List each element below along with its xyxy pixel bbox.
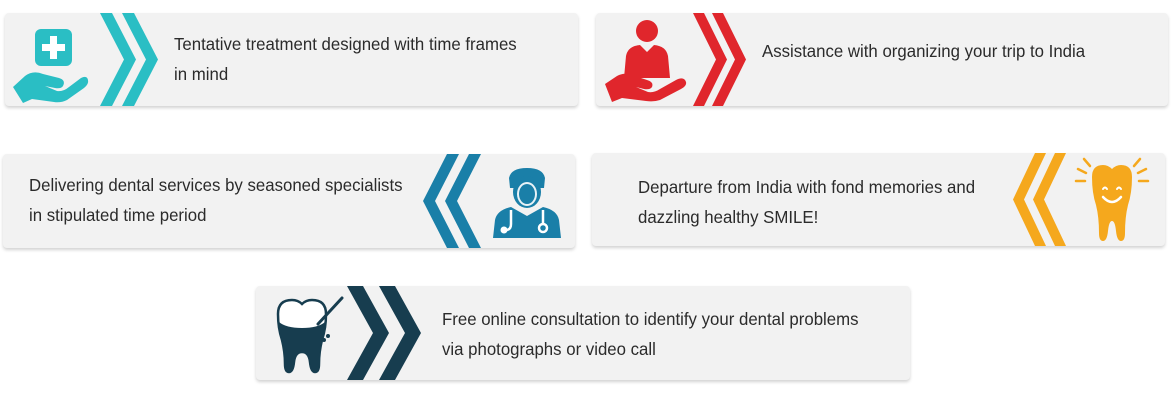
- feature-line: dazzling healthy SMILE!: [638, 207, 819, 227]
- feature-card-specialists: Delivering dental services by seasoned s…: [3, 154, 575, 248]
- doctor-stethoscope-icon: [493, 168, 561, 238]
- feature-text-trip: Assistance with organizing your trip to …: [762, 36, 1085, 66]
- feature-line: Departure from India with fond memories …: [638, 177, 976, 197]
- hand-person-care-icon: [605, 20, 687, 102]
- hand-medical-cross-icon: [13, 29, 89, 103]
- feature-line: Delivering dental services by seasoned s…: [29, 175, 403, 195]
- chevron-right-double-icon: [100, 13, 158, 106]
- feature-line: via photographs or video call: [442, 339, 656, 359]
- feature-text-treatment: Tentative treatment designed with time f…: [174, 29, 517, 89]
- chevron-left-double-icon: [1013, 153, 1066, 246]
- smiling-tooth-icon: [1074, 157, 1150, 241]
- feature-text-departure: Departure from India with fond memories …: [638, 172, 975, 232]
- feature-line: in mind: [174, 64, 229, 84]
- feature-line: Tentative treatment designed with time f…: [174, 34, 517, 54]
- feature-text-consultation: Free online consultation to identify you…: [442, 304, 859, 364]
- tooth-inspection-icon: [276, 296, 344, 374]
- feature-line: Assistance with organizing your trip to …: [762, 41, 1086, 61]
- chevron-right-double-icon: [693, 13, 746, 106]
- feature-card-consultation: Free online consultation to identify you…: [256, 286, 910, 380]
- feature-line: Free online consultation to identify you…: [442, 309, 859, 329]
- feature-card-departure: Departure from India with fond memories …: [592, 153, 1165, 246]
- feature-card-treatment: Tentative treatment designed with time f…: [5, 13, 578, 106]
- chevron-left-double-icon: [423, 154, 481, 248]
- chevron-right-double-icon: [347, 286, 421, 380]
- feature-text-specialists: Delivering dental services by seasoned s…: [29, 170, 403, 230]
- feature-line: in stipulated time period: [29, 205, 207, 225]
- feature-card-trip: Assistance with organizing your trip to …: [596, 13, 1168, 106]
